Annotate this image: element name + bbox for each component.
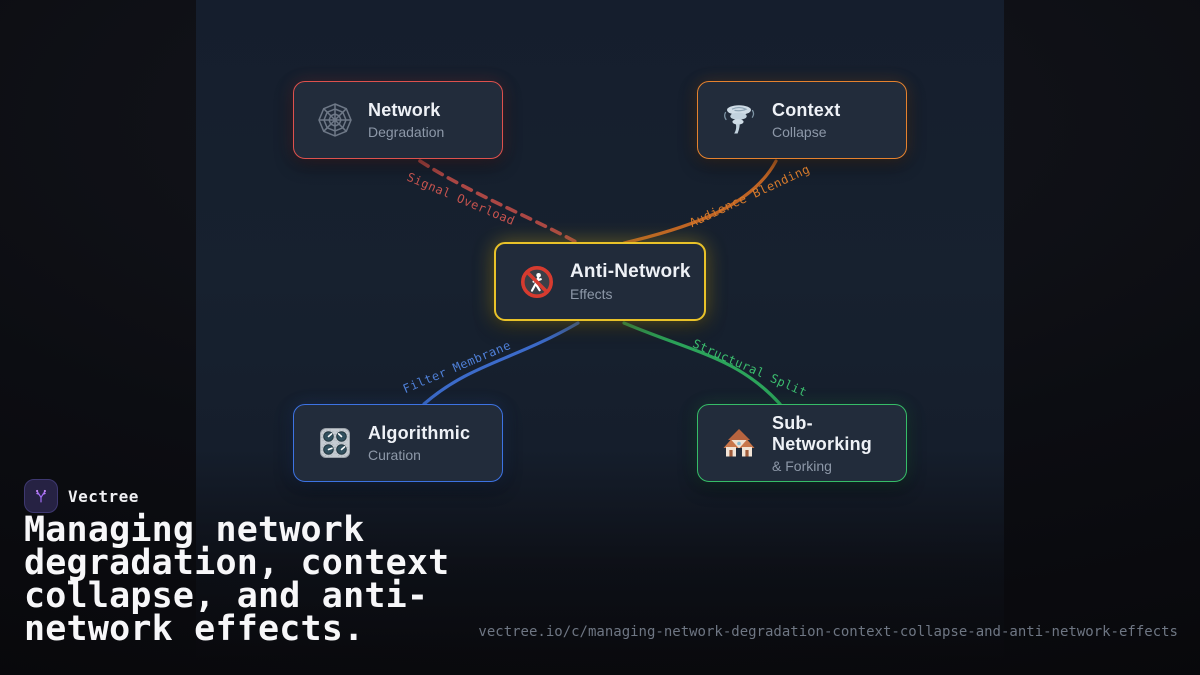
edge-audience-blending [622, 159, 778, 245]
page-title-line: network effects. [24, 609, 365, 649]
node-anti-network-effects[interactable]: Anti-Network Effects [494, 242, 706, 321]
node-subtitle: Degradation [368, 124, 445, 140]
brand-row: Vectree [24, 479, 139, 513]
node-network-degradation[interactable]: Network Degradation [293, 81, 503, 159]
node-algorithmic-curation[interactable]: Algorithmic Curation [293, 404, 503, 482]
node-sub-networking-forking[interactable]: Sub-Networking & Forking [697, 404, 907, 482]
page-url: vectree.io/c/managing-network-degradatio… [478, 624, 1178, 640]
node-context-collapse[interactable]: Context Collapse [697, 81, 907, 159]
node-subtitle: Curation [368, 447, 421, 463]
edge-filter-membrane [422, 321, 580, 406]
edge-structural-split [622, 321, 782, 406]
node-subtitle: & Forking [772, 457, 832, 474]
no-pedestrians-icon [521, 265, 553, 298]
page-title-line: Managing network [24, 510, 365, 550]
node-title: Algorithmic [368, 423, 471, 443]
page-title-line: collapse, and anti- [24, 576, 429, 616]
node-title: Sub-Networking [772, 412, 873, 454]
tornado-icon [724, 105, 755, 134]
houses-icon [723, 429, 755, 457]
node-title: Anti-Network [570, 261, 691, 282]
node-title: Network [368, 100, 441, 120]
brand-name: Vectree [68, 486, 139, 506]
page-title-line: degradation, context [24, 543, 450, 583]
page-title: Managing network degradation, context co… [24, 510, 504, 649]
node-subtitle: Collapse [772, 124, 827, 140]
control-knobs-icon [320, 428, 350, 458]
node-title: Context [772, 100, 841, 120]
spider-web-icon [318, 103, 352, 137]
vectree-logo-icon [36, 489, 46, 503]
node-subtitle: Effects [570, 286, 613, 302]
vectree-logo [24, 479, 58, 513]
edge-signal-overload [418, 159, 580, 245]
